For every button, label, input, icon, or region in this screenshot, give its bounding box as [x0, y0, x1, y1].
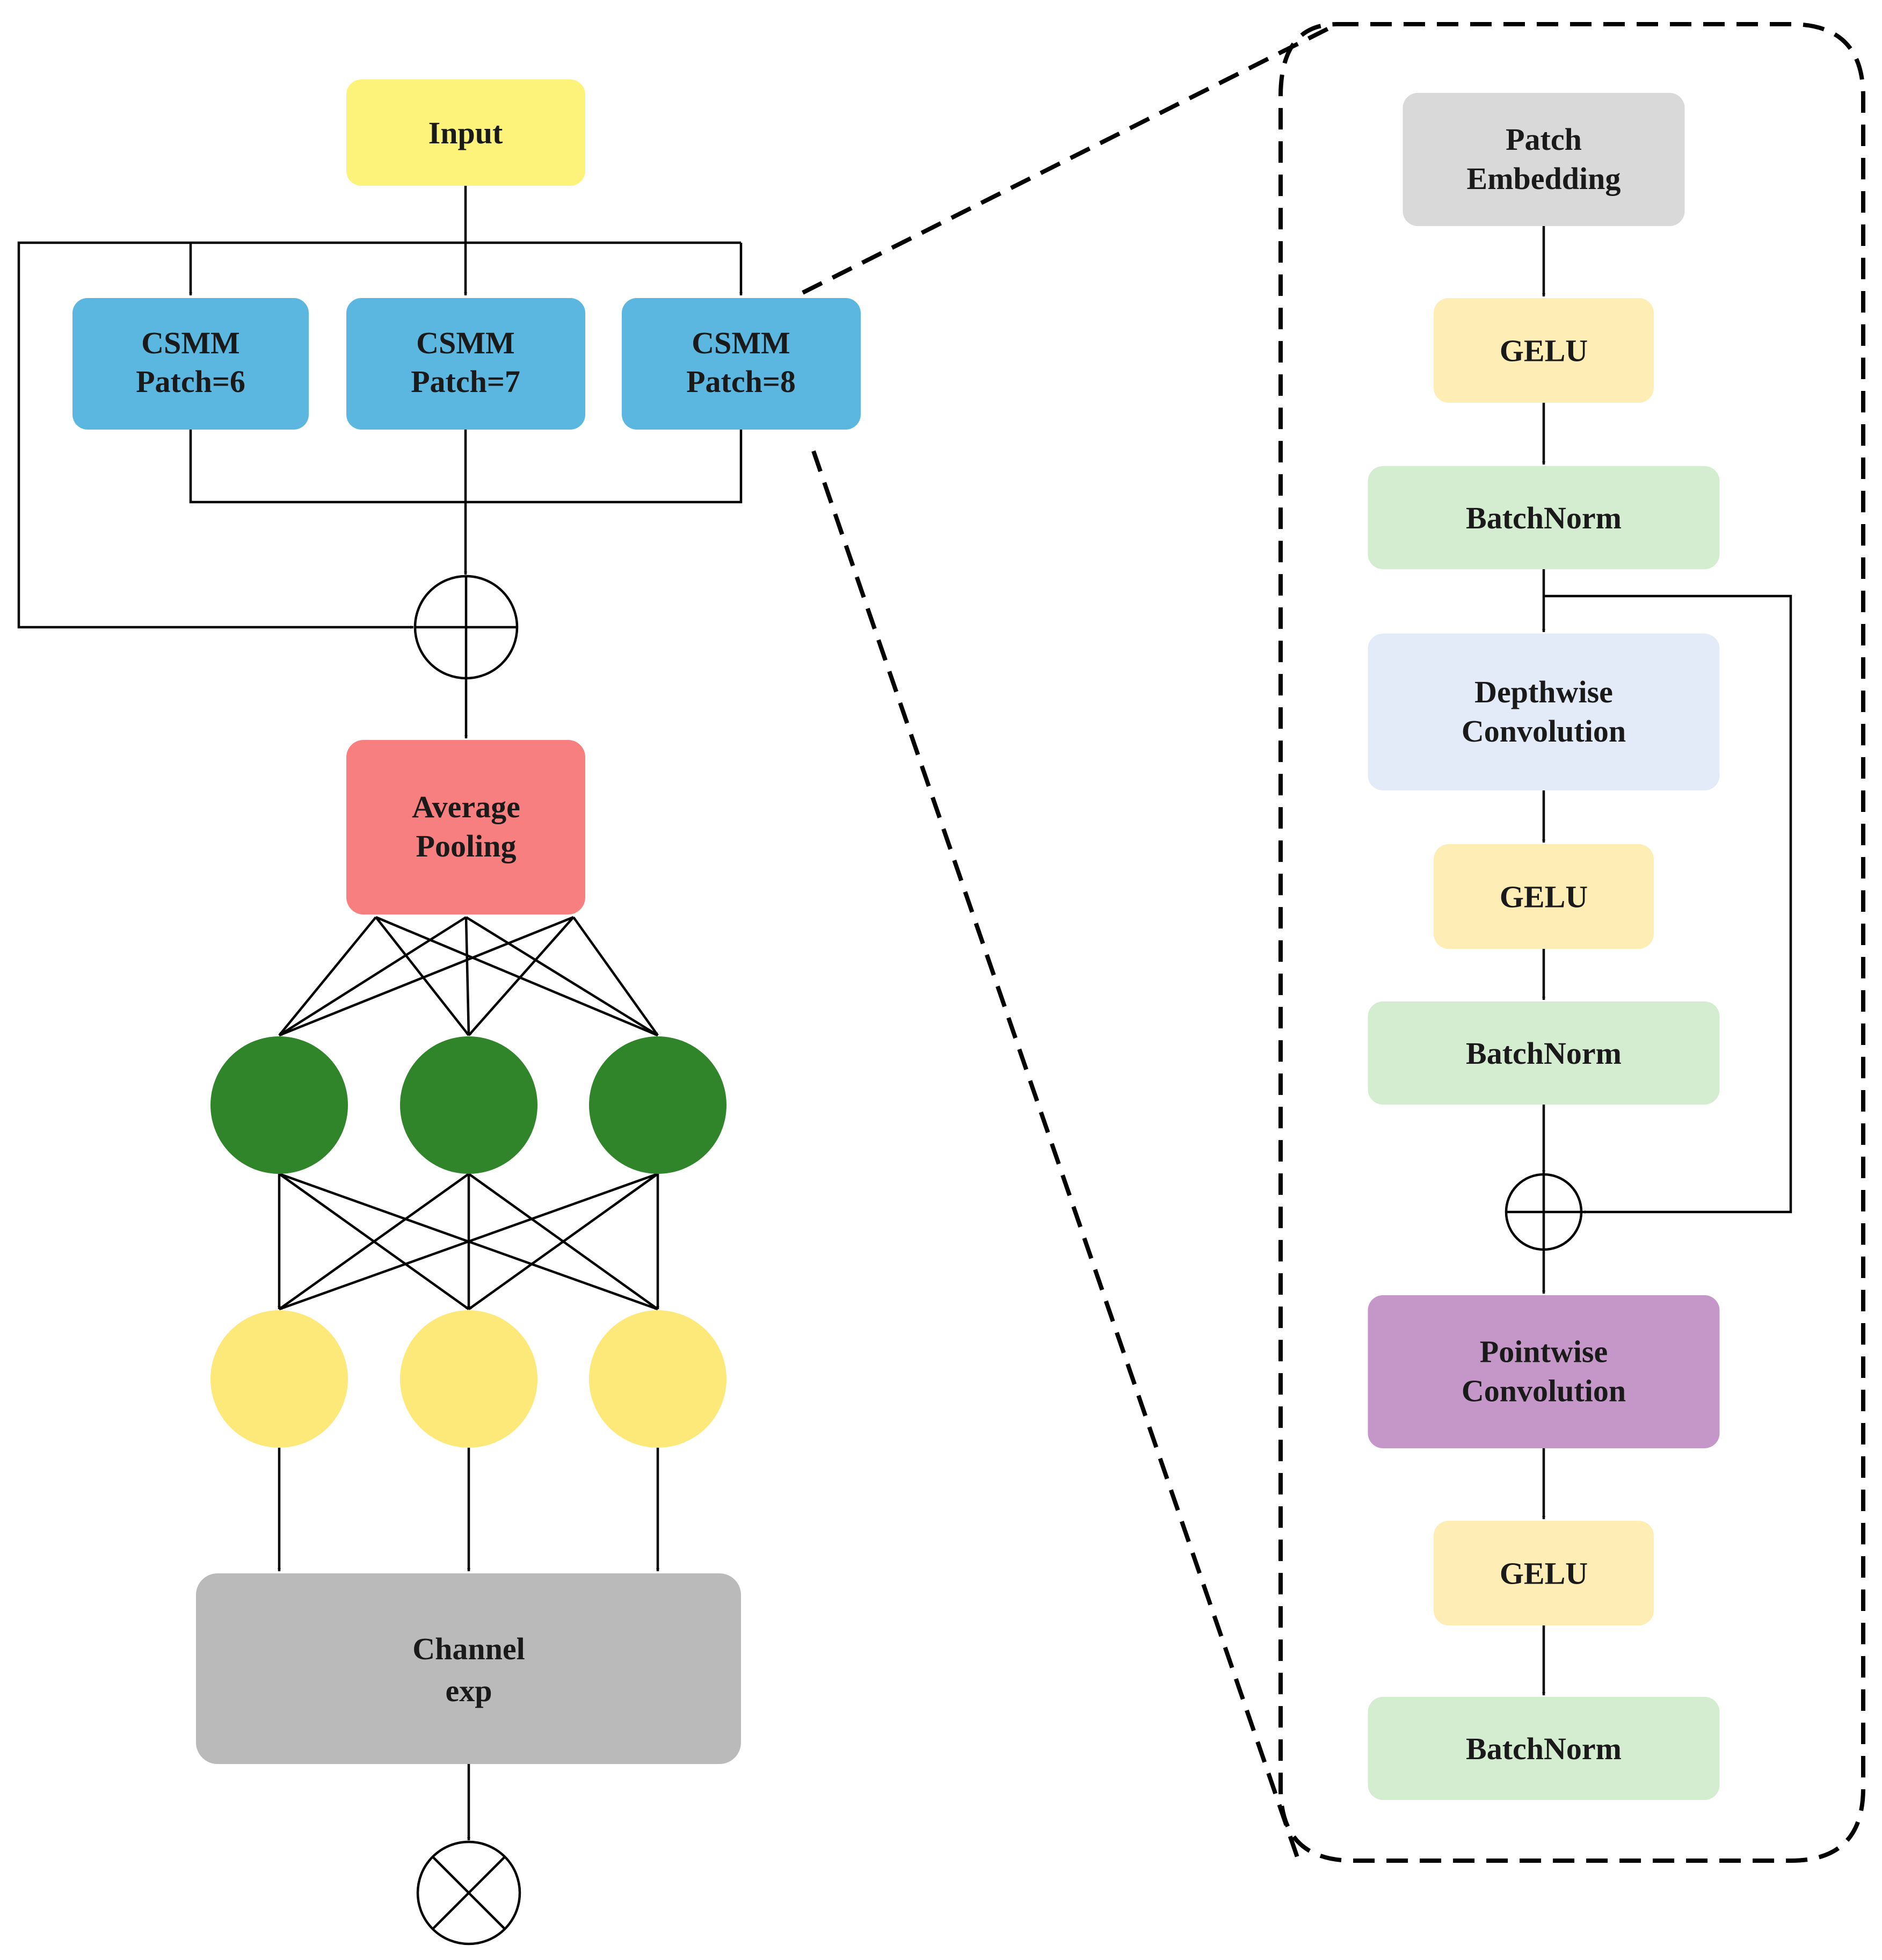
output-node-3 [589, 1310, 726, 1448]
gelu-box [1434, 844, 1654, 949]
dense-edge [465, 916, 659, 1036]
dense-edge [375, 916, 658, 1037]
output-node-1 [210, 1310, 348, 1448]
depthwise-label: Convolution [1462, 714, 1626, 749]
times-icon [432, 1856, 506, 1930]
pointwise-label: Pointwise [1480, 1334, 1608, 1369]
gelu-block: GELU [1434, 298, 1654, 403]
dense-edge [468, 1173, 659, 1310]
callout-line-top [802, 22, 1338, 295]
batchnorm-box [1368, 1001, 1720, 1105]
hidden-layer [210, 1036, 726, 1174]
channel-exp-block: Channel exp [196, 1573, 741, 1764]
pointwise-label: Convolution [1462, 1374, 1626, 1409]
output-layer [210, 1310, 726, 1448]
dense-edge [279, 916, 574, 1037]
channel-exp-box [196, 1573, 741, 1764]
csmm-name: CSMM [141, 325, 240, 360]
batchnorm-block: BatchNorm [1368, 1697, 1720, 1800]
gelu-label: GELU [1500, 1556, 1588, 1591]
average-pooling-block: Average Pooling [346, 740, 585, 914]
patch-embedding-box [1403, 93, 1685, 226]
csmm-patch: Patch=8 [686, 364, 796, 399]
skip-connection-arrow [17, 241, 414, 629]
csmm-branch-patch-8: CSMM Patch=8 [622, 298, 861, 430]
gelu-label: GELU [1500, 333, 1588, 368]
batchnorm-block: BatchNorm [1368, 1001, 1720, 1105]
csmm-patch: Patch=7 [411, 364, 520, 399]
csmm-branch-patch-7: CSMM Patch=7 [346, 298, 585, 430]
input-box [346, 79, 585, 186]
input-label: Input [428, 115, 503, 150]
gelu-block: GELU [1434, 844, 1654, 949]
batchnorm-label: BatchNorm [1466, 1731, 1622, 1766]
left-connections [17, 186, 743, 1841]
hidden-node-1 [210, 1036, 348, 1174]
depthwise-box [1368, 634, 1720, 790]
dense-edge [278, 916, 377, 1036]
dense-edge [464, 917, 470, 1036]
zoom-callout [802, 22, 1865, 1864]
pointwise-box [1368, 1295, 1720, 1448]
csmm-name: CSMM [692, 325, 790, 360]
dense-edge [278, 916, 467, 1036]
callout-line-bottom [811, 450, 1302, 1864]
average-pooling-line2: Pooling [416, 829, 517, 863]
hidden-node-2 [400, 1036, 537, 1174]
batchnorm-label: BatchNorm [1466, 1036, 1622, 1071]
csmm-branches: CSMM Patch=6 CSMM Patch=7 CSMM Patch=8 [72, 298, 861, 430]
gelu-label: GELU [1500, 880, 1588, 914]
average-pooling-box [346, 740, 585, 914]
gelu-box [1434, 298, 1654, 403]
batchnorm-box [1368, 466, 1720, 569]
output-node-2 [400, 1310, 537, 1448]
depthwise-label: Depthwise [1474, 674, 1613, 709]
channel-exp-line2: exp [446, 1673, 492, 1708]
batchnorm-label: BatchNorm [1466, 500, 1622, 535]
gelu-block: GELU [1434, 1521, 1654, 1625]
csmm-box [72, 298, 309, 430]
sum-operator [413, 575, 519, 680]
csmm-branch-patch-6: CSMM Patch=6 [72, 298, 309, 430]
dense-edge [375, 916, 470, 1036]
hidden-node-3 [589, 1036, 726, 1174]
csmm-box [622, 298, 861, 430]
batchnorm-block: BatchNorm [1368, 466, 1720, 569]
residual-skip-arrow [1544, 594, 1792, 1214]
detail-panel-outline [1278, 22, 1865, 1863]
dense-edge [278, 1173, 470, 1310]
detail-connections [1542, 226, 1792, 1696]
average-pooling-line1: Average [412, 789, 520, 824]
multiply-operator [416, 1840, 521, 1946]
csmm-detail-blocks: PatchEmbeddingGELUBatchNormDepthwiseConv… [1368, 93, 1720, 1800]
channel-exp-line1: Channel [412, 1631, 525, 1666]
batchnorm-box [1368, 1697, 1720, 1800]
csmm-box [346, 298, 585, 430]
dense-edge [279, 1172, 658, 1311]
gelu-box [1434, 1521, 1654, 1625]
dense-edge [572, 916, 659, 1036]
patch-embedding-label: Embedding [1467, 161, 1621, 196]
csmm-patch: Patch=6 [136, 364, 245, 399]
patch-embedding-label: Patch [1506, 122, 1582, 157]
dense-edge [468, 916, 575, 1036]
csmm-name: CSMM [416, 325, 515, 360]
input-block: Input [346, 79, 585, 186]
residual-add-operator [1505, 1173, 1583, 1251]
